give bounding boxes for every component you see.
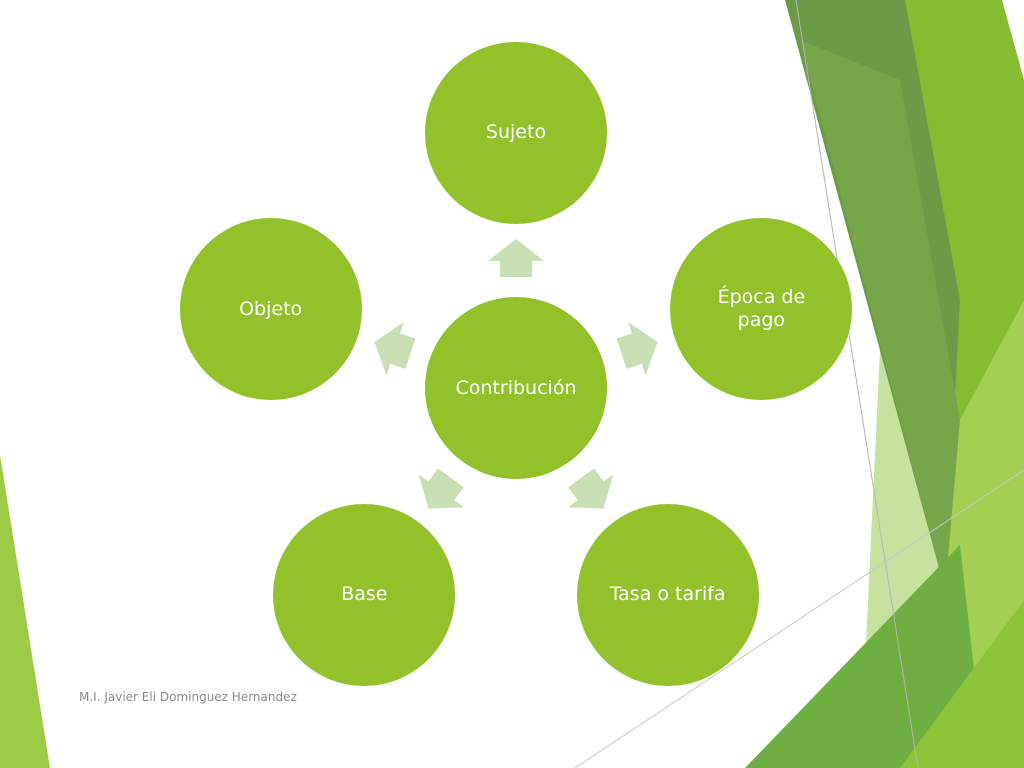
right-dark-shape-2 [800, 40, 960, 590]
deco-line-1 [795, 0, 919, 768]
node-epoca-de-pago: Época de pago [670, 218, 853, 401]
node-objeto-label: Objeto [239, 297, 303, 320]
arrow-to-objeto [374, 322, 416, 376]
node-sujeto-label: Sujeto [485, 121, 547, 144]
node-tasa-o-tarifa: Tasa o tarifa [576, 503, 759, 686]
bottom-wedge-shape-2 [900, 600, 1024, 768]
node-epoca-de-pago-label: Época de pago [717, 286, 806, 332]
arrow-to-epoca [616, 322, 658, 376]
arrow-to-tasa [567, 468, 614, 509]
node-objeto: Objeto [179, 218, 362, 401]
bottom-wedge-shape [745, 545, 985, 768]
arrow-to-base [418, 468, 465, 509]
node-base: Base [273, 503, 456, 686]
node-sujeto: Sujeto [425, 41, 607, 224]
node-contribucion-label: Contribución [455, 376, 577, 399]
author-footer: M.I. Javier Eli Dominguez Hernandez [79, 690, 297, 704]
node-contribucion: Contribución [425, 297, 607, 479]
node-tasa-o-tarifa-label: Tasa o tarifa [609, 583, 726, 606]
arrow-to-sujeto [488, 239, 544, 277]
left-edge-shape [0, 455, 50, 768]
deco-line-2 [574, 469, 1024, 768]
node-base-label: Base [341, 583, 388, 606]
